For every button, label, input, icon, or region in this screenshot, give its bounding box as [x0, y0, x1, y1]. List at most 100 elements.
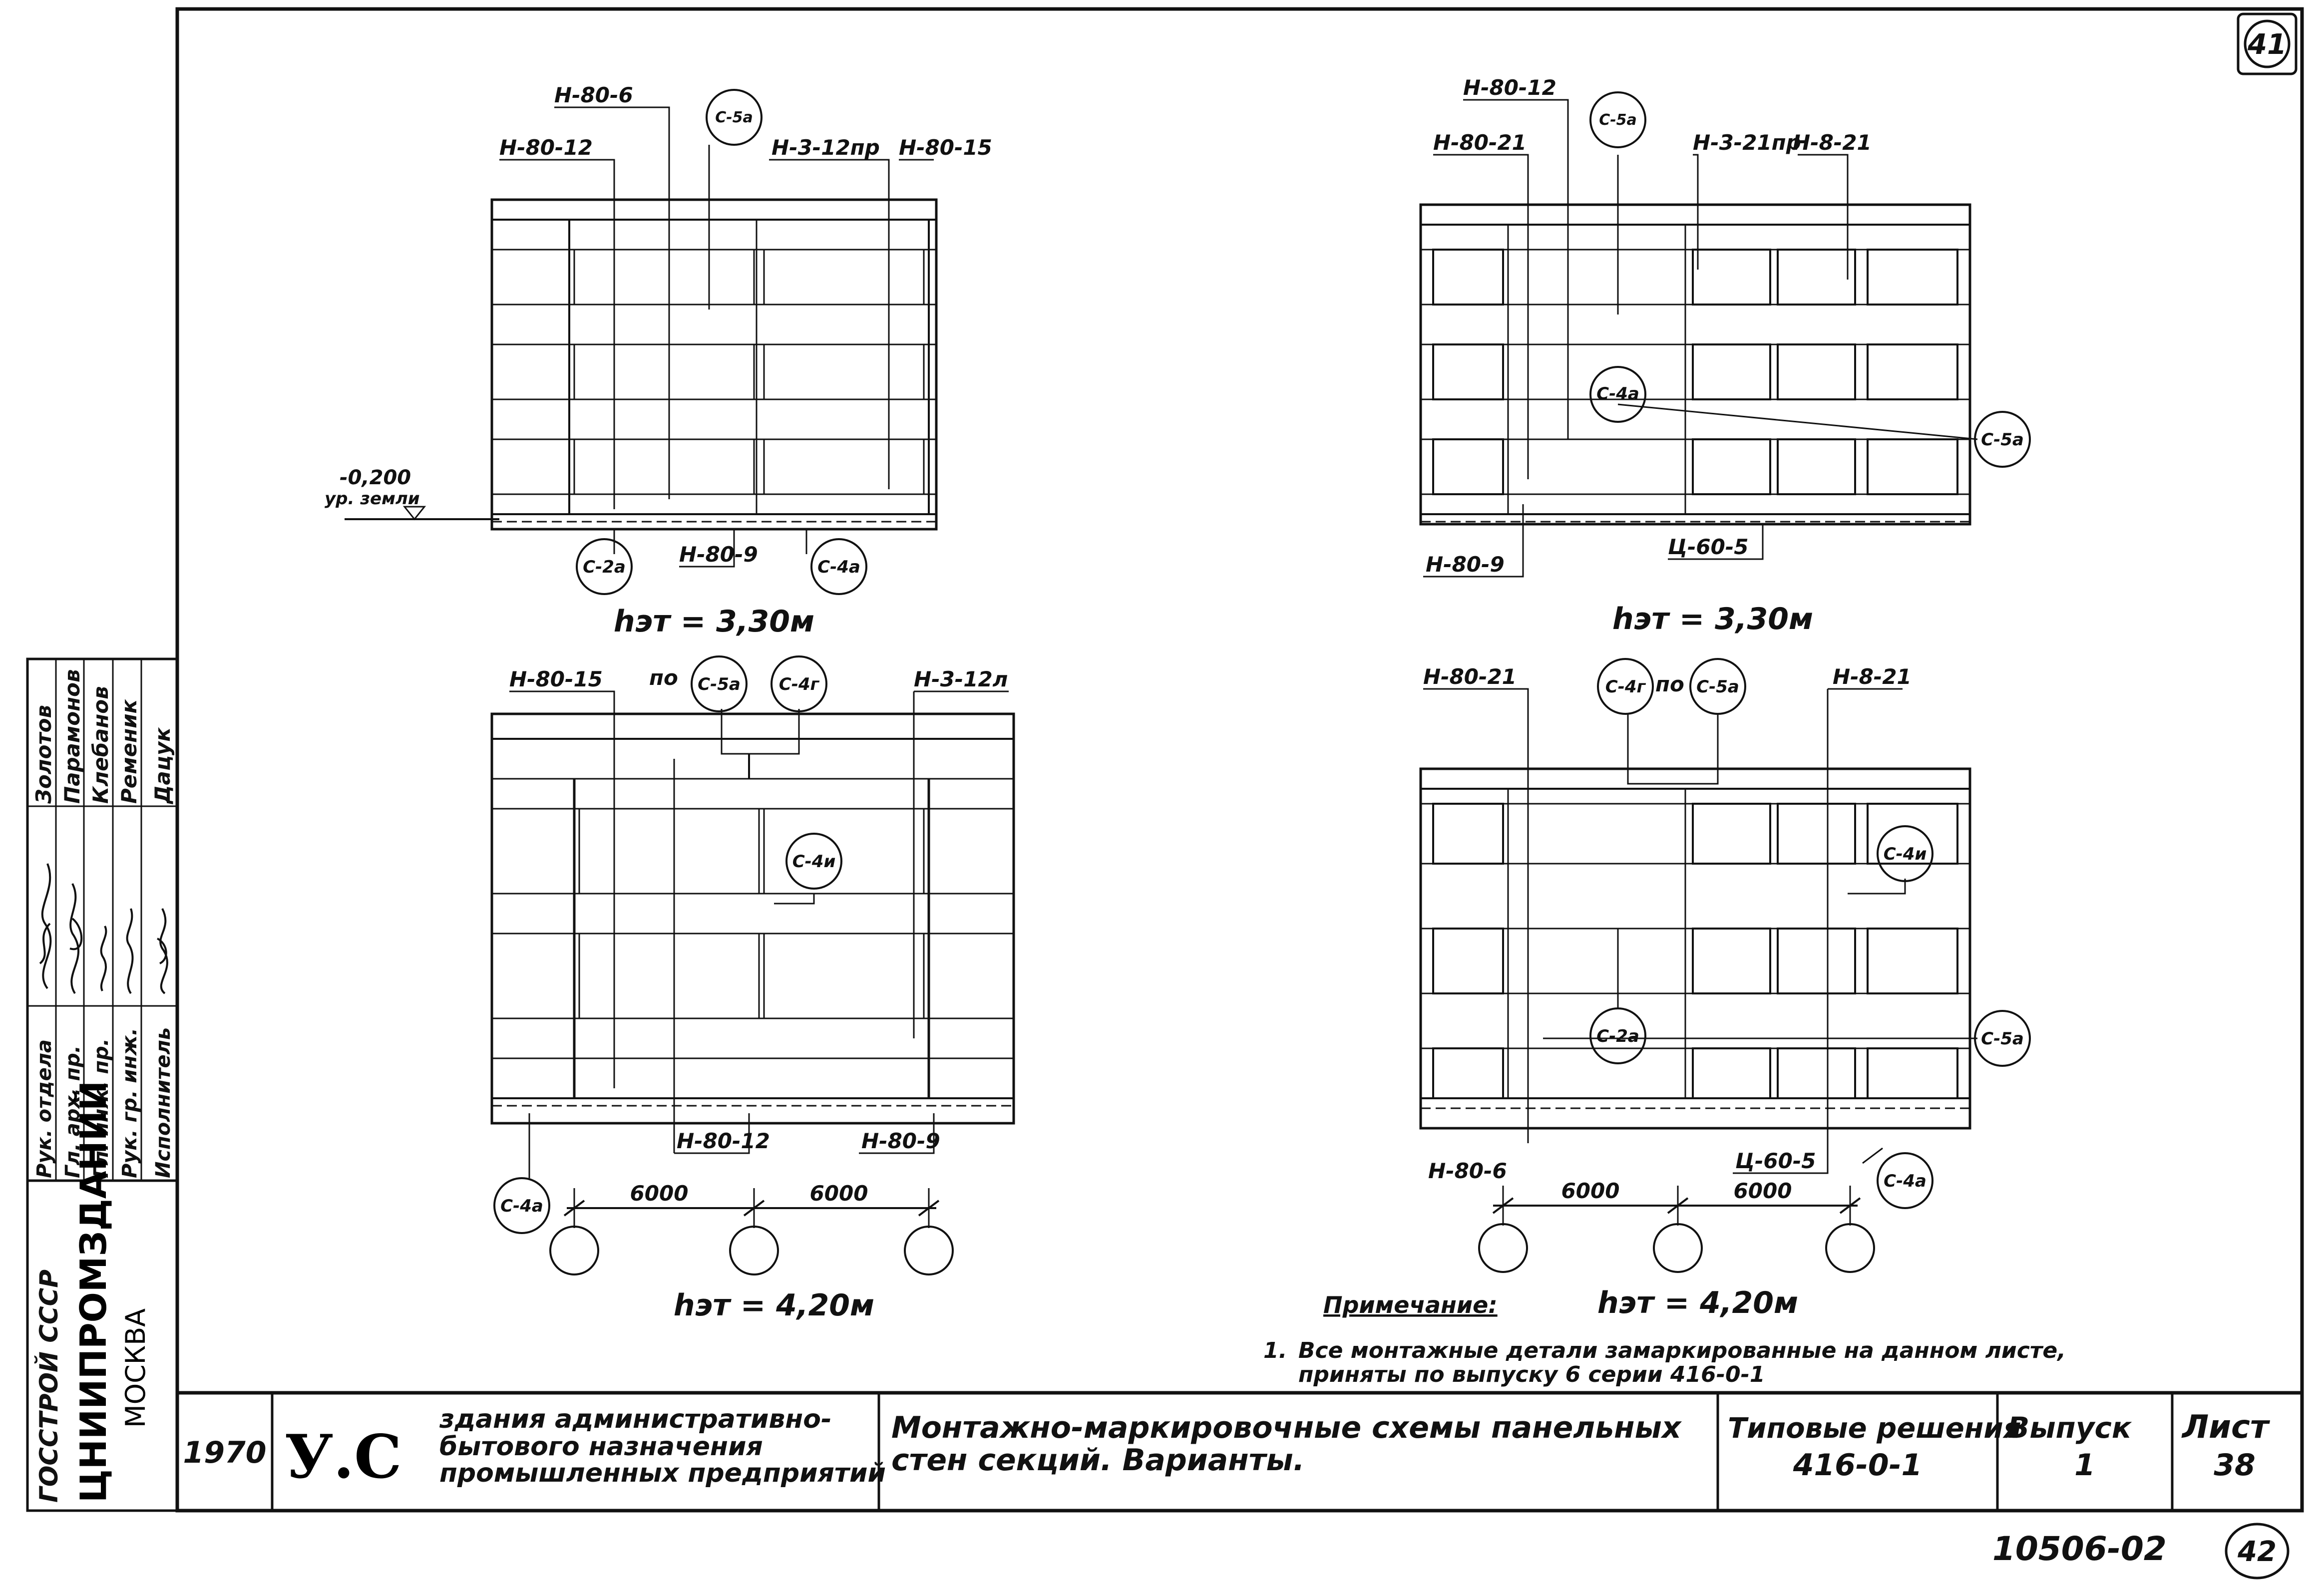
signatures — [39, 863, 168, 994]
stamp-name-4: Ременик — [117, 698, 141, 804]
svg-text:С-4а: С-4а — [1884, 1171, 1927, 1191]
tag-c4g: С-4г — [1597, 658, 1654, 715]
height-caption: hэт = 3,30м — [1612, 602, 1813, 636]
label-po: по — [649, 665, 678, 690]
dimension-2: 6000 — [1734, 1179, 1792, 1203]
ground-level: -0,200 ур. земли — [325, 466, 499, 521]
leaders — [1423, 688, 1977, 1174]
panel-grid — [1419, 767, 1971, 1130]
label-h3-21pr: Н-3-21пр — [1693, 130, 1801, 155]
tag-c4a: С-4а — [1589, 366, 1646, 423]
label-h3-12l: Н-3-12л — [914, 667, 1008, 691]
svg-text:С-5а: С-5а — [1981, 1029, 2024, 1049]
panel-grid — [1419, 203, 1971, 526]
tag-c4a: С-4а — [1877, 1152, 1934, 1209]
svg-text:С-5а: С-5а — [1981, 430, 2024, 450]
title-issue-value: 1 — [2074, 1448, 2095, 1483]
svg-text:С-5а: С-5а — [1696, 677, 1739, 697]
doc-code: 10506-02 — [1992, 1530, 2167, 1568]
leaders — [499, 106, 934, 568]
tag-c5a-right: С-5а — [1974, 411, 2031, 468]
dimension-1: 6000 — [630, 1181, 689, 1206]
stamp-name-5: Дацук — [150, 727, 175, 805]
label-h80-12: Н-80-12 — [1463, 75, 1556, 100]
title-block: 1970 У.С здания административно- бытовог… — [183, 1393, 2271, 1511]
tag-c2a: С-2а — [1589, 1007, 1646, 1064]
label-h3-12pr: Н-3-12пр — [772, 135, 880, 160]
view-top-right: Н-80-12 Н-80-21 Н-3-21пр Н-8-21 Н-80-9 Ц… — [1419, 75, 2031, 636]
bottom-sheet-number-text: 42 — [2237, 1536, 2277, 1568]
stamp-role-5: Исполнитель — [152, 1027, 175, 1178]
top-sheet-number-text: 41 — [2247, 28, 2287, 61]
view-bottom-right: Н-80-21 Н-8-21 Н-80-6 Ц-60-5 по С-4г С-5… — [1419, 658, 2031, 1320]
stamp-name-1: Золотов — [31, 705, 56, 804]
title-drawing-1: Монтажно-маркировочные схемы панельных — [891, 1410, 1682, 1445]
view-bottom-left: Н-80-15 Н-3-12л Н-80-12 Н-80-9 по С-5а С… — [490, 655, 1015, 1323]
side-stamp: Рук. отдела Гл. арх. пр. Гл. инж. пр. Ру… — [26, 657, 179, 1512]
dimension-line: 6000 6000 — [563, 1181, 940, 1228]
title-typical-value: 416-0-1 — [1793, 1448, 1923, 1483]
svg-text:С-5а: С-5а — [698, 674, 741, 694]
leaders — [1423, 99, 1978, 578]
tag-c4g: С-4г — [771, 655, 827, 712]
height-caption: hэт = 3,30м — [614, 604, 814, 639]
bottom-sheet-number: 42 — [2225, 1523, 2290, 1580]
label-po: по — [1655, 672, 1684, 696]
tag-c5a: С-5а — [706, 89, 763, 146]
stamp-org-1: ГОССТРОЙ СССР — [34, 1269, 63, 1503]
tag-c4a: С-4а — [810, 538, 867, 595]
svg-text:С-5а: С-5а — [1599, 111, 1637, 129]
stamp-role-1: Рук. отдела — [33, 1039, 56, 1178]
note-heading: Примечание: — [1323, 1291, 1498, 1318]
svg-text:С-5а: С-5а — [715, 109, 753, 126]
label-h80-21: Н-80-21 — [1423, 664, 1517, 689]
dimension-1: 6000 — [1561, 1179, 1620, 1203]
note-line-2: приняты по выпуску 6 серии 416-0-1 — [1298, 1362, 1765, 1387]
tag-c5a: С-5а — [691, 655, 748, 712]
panel-grid — [490, 198, 938, 531]
svg-text:С-2а: С-2а — [583, 557, 626, 577]
svg-text:С-4г: С-4г — [779, 674, 820, 694]
tag-c5a-right: С-5а — [1974, 1010, 2031, 1067]
tag-c4a: С-4а — [493, 1113, 550, 1234]
title-typical-label: Типовые решения — [1728, 1412, 2021, 1445]
label-h80-9: Н-80-9 — [1426, 552, 1505, 577]
leaders — [509, 690, 1009, 1154]
label-h80-6: Н-80-6 — [554, 83, 633, 107]
title-sheet-value: 38 — [2214, 1448, 2256, 1483]
axis-markers — [549, 1226, 954, 1275]
stamp-role-3: Гл. инж. пр. — [90, 1038, 113, 1178]
dimension-line: 6000 6000 — [1492, 1179, 1861, 1226]
height-caption: hэт = 4,20м — [674, 1288, 874, 1323]
label-h80-15: Н-80-15 — [509, 667, 603, 691]
note-number: 1. — [1263, 1338, 1287, 1363]
label-h80-21: Н-80-21 — [1433, 130, 1527, 155]
title-drawing-2: стен секций. Варианты. — [891, 1443, 1305, 1478]
title-issue-label: Выпуск — [2007, 1411, 2132, 1445]
svg-text:С-4и: С-4и — [792, 852, 836, 872]
title-mark: У.С — [285, 1422, 402, 1492]
label-h80-15: Н-80-15 — [899, 135, 992, 160]
level-label: ур. земли — [325, 489, 420, 509]
note-line-1: Все монтажные детали замаркированные на … — [1298, 1338, 2066, 1363]
dimension-2: 6000 — [810, 1181, 868, 1206]
svg-text:С-4г: С-4г — [1605, 677, 1646, 697]
tag-c4i: С-4и — [785, 833, 842, 890]
label-c60-5: Ц-60-5 — [1668, 535, 1749, 559]
title-sheet-label: Лист — [2181, 1409, 2271, 1446]
svg-text:С-4а: С-4а — [817, 557, 860, 577]
label-h8-21: Н-8-21 — [1793, 130, 1872, 155]
label-h80-6: Н-80-6 — [1428, 1159, 1507, 1183]
label-h80-9: Н-80-9 — [861, 1129, 940, 1153]
svg-text:С-4а: С-4а — [500, 1196, 543, 1216]
level-mark: -0,200 — [340, 466, 411, 489]
stamp-role-4: Рук. гр. инж. — [118, 1028, 141, 1178]
note: Примечание: 1. Все монтажные детали зама… — [1263, 1291, 2066, 1387]
title-building-3: промышленных предприятий — [439, 1458, 886, 1488]
stamp-name-3: Клебанов — [88, 686, 113, 804]
top-sheet-number: 41 — [2237, 12, 2298, 75]
axis-markers — [1478, 1223, 1875, 1273]
tag-c4i: С-4и — [1877, 825, 1934, 882]
stamp-org-3: МОСКВА — [120, 1308, 151, 1428]
stamp-name-2: Парамонов — [60, 669, 84, 804]
